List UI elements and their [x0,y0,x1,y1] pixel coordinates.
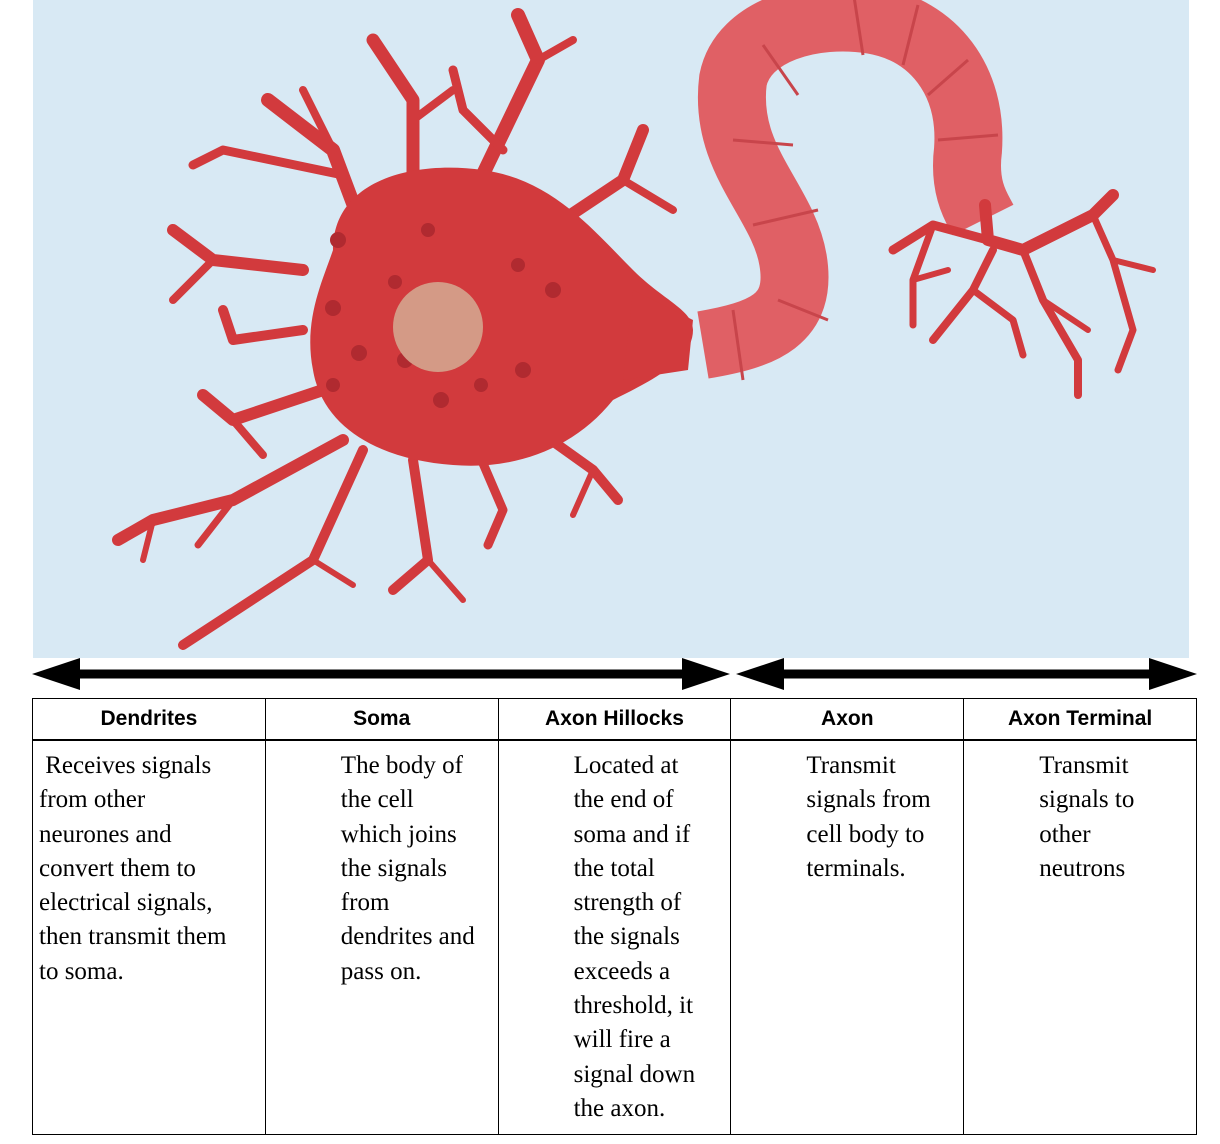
axon [697,0,1014,379]
neuron-illustration [33,0,1189,658]
cell-dendrites: Receives signals from other neurones and… [32,740,266,1135]
cell-axon-terminal: Transmit signals to other neutrons [963,740,1197,1135]
axon-hillock [623,290,693,380]
nucleus [393,282,483,372]
axon-hillocks-description: Located at the end of soma and if the to… [573,752,696,1122]
neuron-drawing [112,0,1156,650]
range-arrows [32,658,1197,690]
table-header-row: Dendrites Soma Axon Hillocks Axon Axon T… [32,698,1197,741]
axon-terminal-description: Transmit signals to other neutrons [1039,752,1135,882]
neuron-parts-table: Dendrites Soma Axon Hillocks Axon Axon T… [32,698,1197,1135]
cell-axon-hillocks: Located at the end of soma and if the to… [497,740,732,1135]
myelin-gaps [731,0,999,381]
header-axon: Axon [730,698,965,741]
header-axon-terminal: Axon Terminal [963,698,1197,741]
dendrites-description: Receives signals from other neurones and… [39,752,227,985]
cell-soma: The body of the cell which joins the sig… [264,740,499,1135]
dendrites [112,8,677,650]
double-arrow-right [736,658,1197,690]
double-arrow-left [32,658,730,690]
soma-description: The body of the cell which joins the sig… [340,752,475,985]
header-axon-hillocks: Axon Hillocks [497,698,732,741]
soma-body [310,167,693,466]
axon-description: Transmit signals from cell body to termi… [806,752,931,882]
header-dendrites: Dendrites [32,698,266,741]
axon-terminal [888,189,1156,399]
table-row: Receives signals from other neurones and… [32,740,1197,1135]
header-soma: Soma [264,698,499,741]
cell-axon: Transmit signals from cell body to termi… [730,740,965,1135]
organelle-spots [325,223,561,408]
